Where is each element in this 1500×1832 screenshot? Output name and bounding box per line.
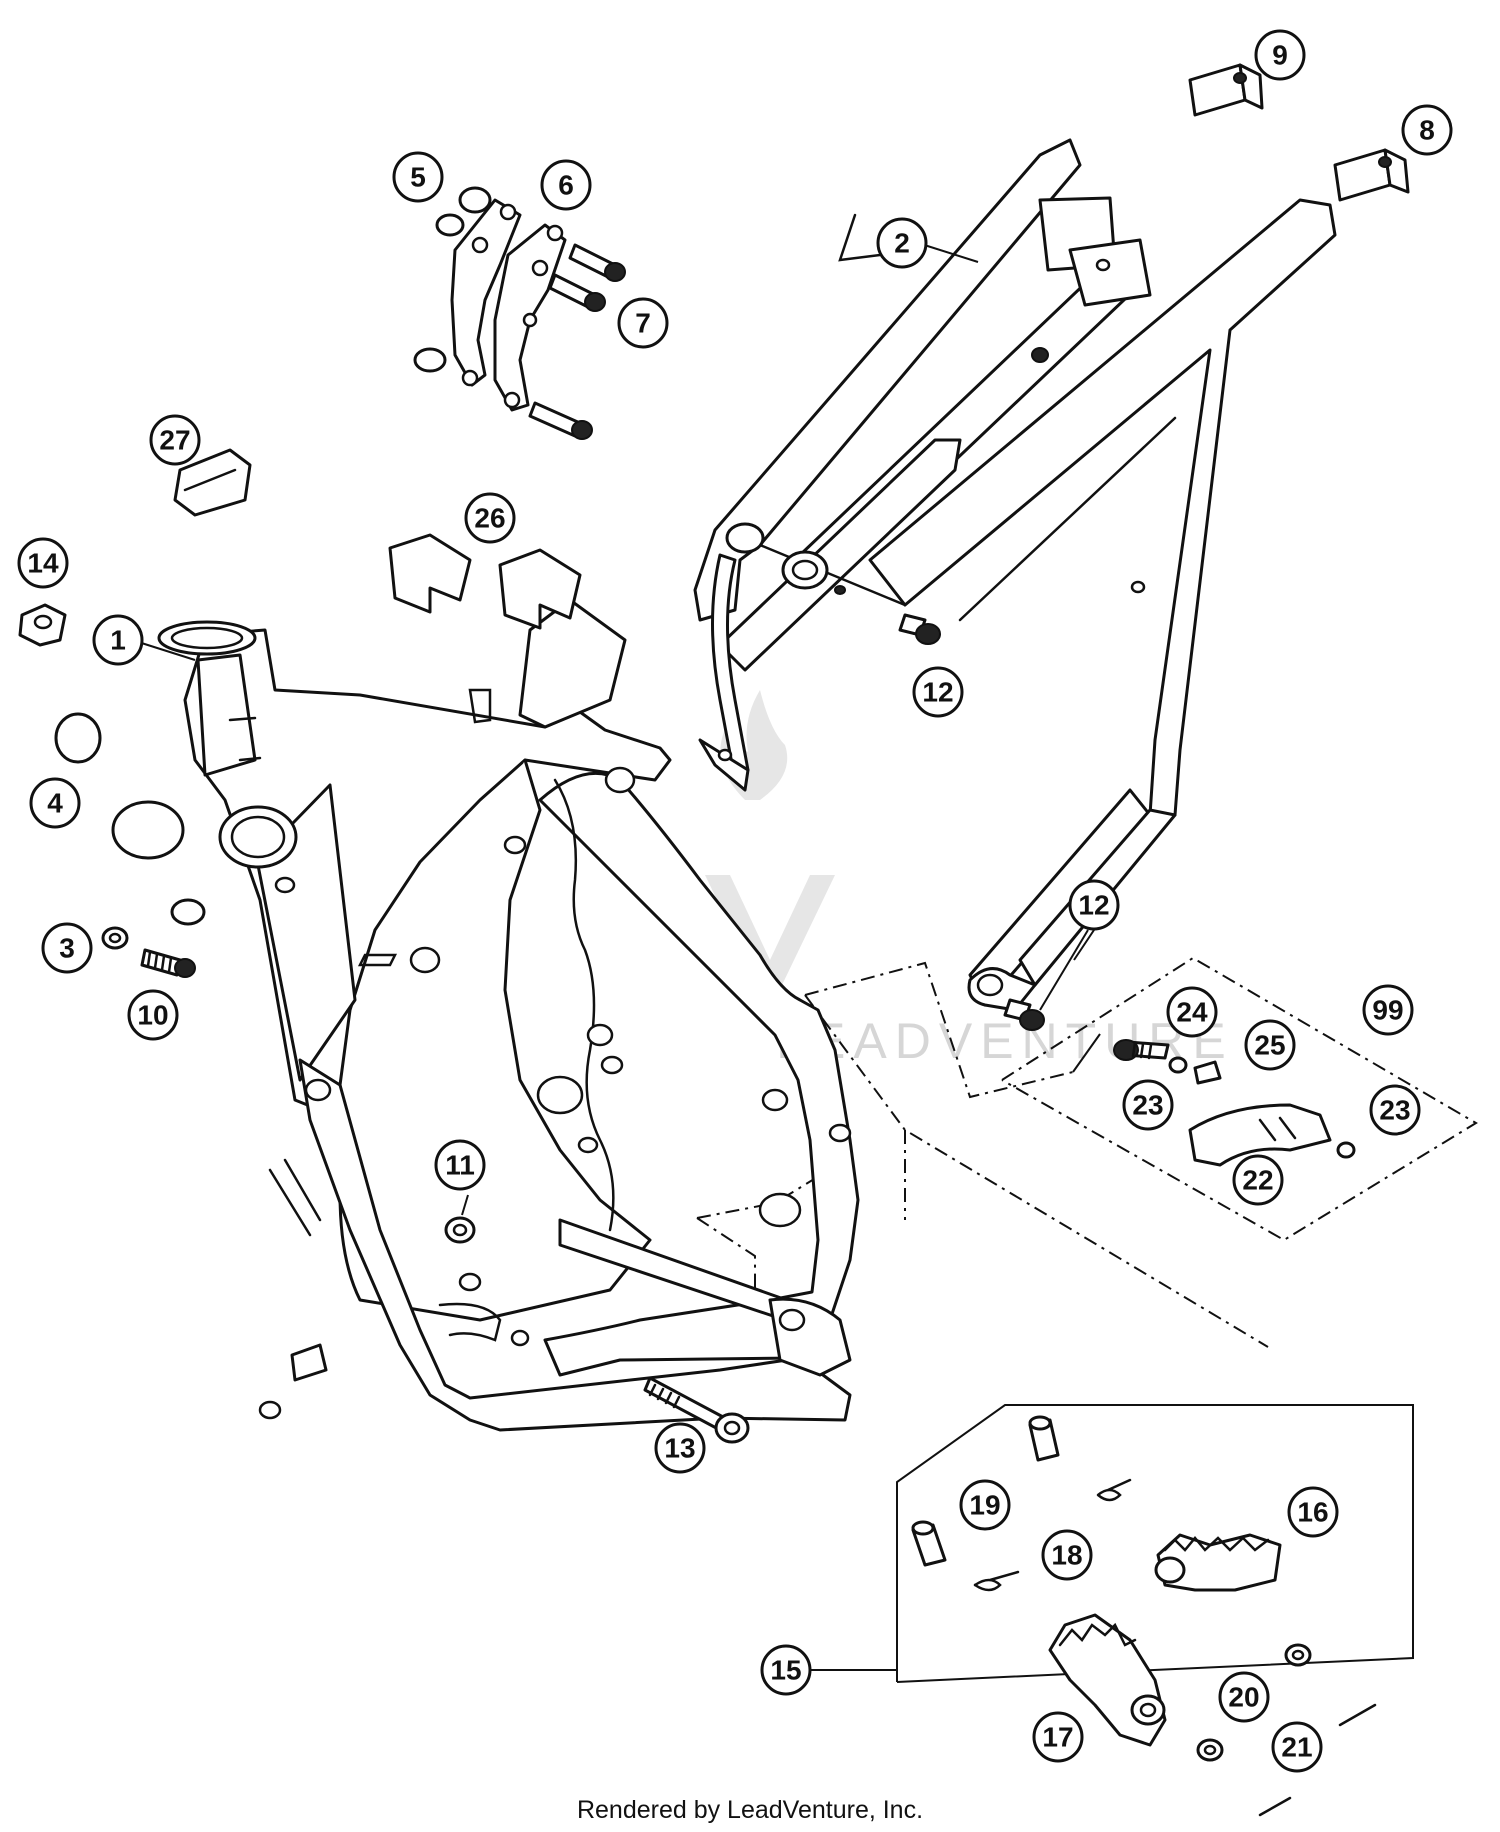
svg-text:11: 11 [445, 1150, 475, 1181]
callout-11: 11 [434, 1139, 486, 1191]
svg-text:1: 1 [110, 625, 126, 656]
callout-8: 8 [1401, 104, 1453, 156]
callout-99: 99 [1362, 984, 1414, 1036]
svg-text:27: 27 [159, 425, 190, 456]
chain-guide-assembly [1113, 1039, 1356, 1167]
rear-subframe [693, 138, 1337, 1012]
leader-lines [131, 242, 1101, 1671]
callout-2: 2 [876, 217, 928, 269]
svg-text:13: 13 [664, 1433, 695, 1464]
svg-text:7: 7 [635, 308, 651, 339]
callout-12-upper: 12 [912, 666, 964, 718]
svg-text:9: 9 [1272, 40, 1288, 71]
callout-25: 25 [1244, 1019, 1296, 1071]
callout-14: 14 [17, 537, 69, 589]
callout-26: 26 [464, 492, 516, 544]
callout-24: 24 [1166, 986, 1218, 1038]
svg-text:16: 16 [1297, 1497, 1328, 1528]
callout-7: 7 [617, 297, 669, 349]
callout-22: 22 [1232, 1154, 1284, 1206]
callout-9: 9 [1254, 29, 1306, 81]
svg-text:21: 21 [1281, 1732, 1312, 1763]
svg-text:24: 24 [1176, 997, 1208, 1028]
callout-10: 10 [127, 989, 179, 1041]
svg-text:23: 23 [1379, 1095, 1410, 1126]
svg-text:20: 20 [1228, 1682, 1259, 1713]
callout-1: 1 [92, 614, 144, 666]
subframe-bolt-upper [898, 613, 941, 645]
callout-16: 16 [1287, 1486, 1339, 1538]
callout-15: 15 [760, 1644, 812, 1696]
cover-pad [173, 448, 252, 517]
svg-text:18: 18 [1051, 1540, 1082, 1571]
svg-text:5: 5 [410, 162, 426, 193]
cable-clip [18, 603, 67, 647]
protective-stickers [388, 533, 582, 630]
callout-23-right: 23 [1369, 1084, 1421, 1136]
callout-4: 4 [29, 777, 81, 829]
nut-11 [444, 1216, 476, 1244]
footrest-assembly [896, 1404, 1414, 1817]
svg-text:6: 6 [558, 170, 574, 201]
callout-19: 19 [959, 1479, 1011, 1531]
round-cap [54, 712, 102, 764]
svg-text:99: 99 [1372, 995, 1403, 1026]
engine-brackets [413, 186, 567, 412]
callout-18: 18 [1041, 1529, 1093, 1581]
main-frame [111, 598, 860, 1432]
end-plug-right [1333, 148, 1410, 202]
svg-text:23: 23 [1132, 1090, 1163, 1121]
svg-text:17: 17 [1042, 1722, 1073, 1753]
svg-text:25: 25 [1254, 1030, 1285, 1061]
svg-text:15: 15 [770, 1655, 801, 1686]
svg-text:22: 22 [1242, 1165, 1273, 1196]
callout-20: 20 [1218, 1671, 1270, 1723]
callout-3: 3 [41, 922, 93, 974]
svg-text:4: 4 [47, 788, 63, 819]
long-bolt-13 [643, 1376, 750, 1444]
svg-text:12: 12 [1078, 890, 1109, 921]
callout-17: 17 [1032, 1711, 1084, 1763]
callout-23-left: 23 [1122, 1079, 1174, 1131]
callout-6: 6 [540, 159, 592, 211]
svg-text:2: 2 [894, 228, 910, 259]
svg-text:3: 3 [59, 933, 75, 964]
footer-credit: Rendered by LeadVenture, Inc. [576, 1796, 924, 1824]
svg-text:10: 10 [137, 1000, 168, 1031]
watermark-text: LEADVENTURE [776, 1013, 1234, 1069]
frame-nut-bolt [101, 926, 196, 978]
callout-5: 5 [392, 151, 444, 203]
bracket-bolts [528, 243, 626, 440]
callout-12-lower: 12 [1068, 879, 1120, 931]
end-plug-left [1188, 63, 1264, 117]
svg-text:19: 19 [969, 1490, 1000, 1521]
svg-text:14: 14 [27, 548, 59, 579]
svg-text:26: 26 [474, 503, 505, 534]
svg-text:8: 8 [1419, 115, 1435, 146]
subframe-bolt-lower [1003, 998, 1045, 1031]
callout-27: 27 [149, 414, 201, 466]
callout-13: 13 [654, 1422, 706, 1474]
svg-text:12: 12 [922, 677, 953, 708]
callout-21: 21 [1271, 1721, 1323, 1773]
